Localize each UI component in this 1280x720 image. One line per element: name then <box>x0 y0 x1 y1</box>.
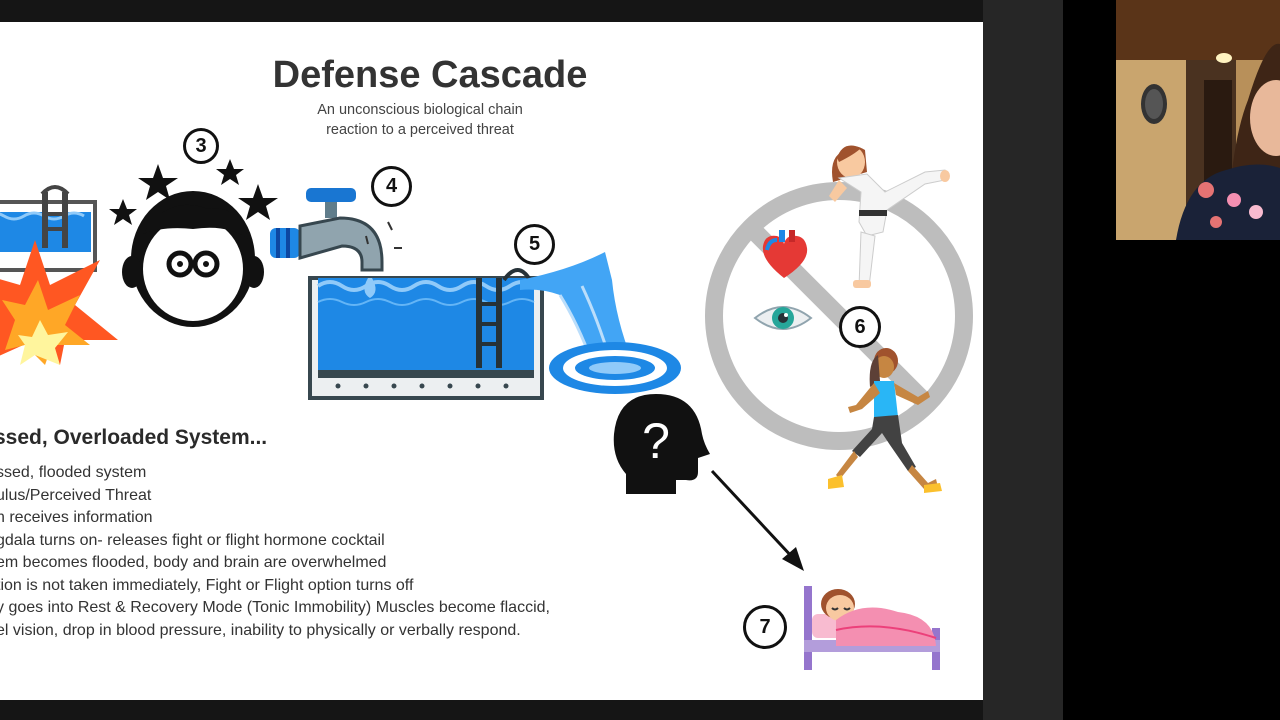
step-number-badge: 3 <box>183 128 219 164</box>
subtitle-line: reaction to a perceived threat <box>326 122 514 138</box>
list-item: y goes into Rest & Recovery Mode (Tonic … <box>0 599 550 616</box>
top-bar <box>0 0 1280 22</box>
section-heading: ssed, Overloaded System... <box>0 426 268 449</box>
list-item: el vision, drop in blood pressure, inabi… <box>0 621 521 639</box>
question-mark: ? <box>642 413 670 469</box>
list-item: n receives information <box>0 509 153 526</box>
eye-icon <box>753 306 813 330</box>
sleeping-girl-bed-icon <box>804 586 940 670</box>
webcam-person-image <box>1116 0 1280 240</box>
cascade-steps-list: ssed, flooded system ulus/Perceived Thre… <box>0 462 550 642</box>
bottom-bar <box>0 700 983 720</box>
head-question-icon: ? <box>613 394 710 494</box>
step-number-badge: 6 <box>839 306 881 348</box>
list-item: ssed, flooded system <box>0 464 147 481</box>
explosion-icon <box>0 240 118 365</box>
list-item: tion is not taken immediately, Fight or … <box>0 576 414 594</box>
karate-kick-icon <box>829 145 950 288</box>
webcam-video-feed <box>1116 0 1280 240</box>
slide-subtitle: An unconscious biological chain reaction… <box>0 100 840 140</box>
heart-icon <box>762 230 808 278</box>
list-item: ulus/Perceived Threat <box>0 486 152 504</box>
waterfall-splash-icon <box>520 252 681 394</box>
dizzy-face-icon <box>109 159 278 327</box>
subtitle-line: An unconscious biological chain <box>317 102 523 118</box>
list-item: gdala turns on- releases fight or flight… <box>0 531 385 549</box>
overflowing-pool-icon <box>308 268 544 400</box>
slide-title: Defense Cascade <box>272 54 588 96</box>
arrow-icon <box>710 469 804 571</box>
step-number-badge: 4 <box>371 166 412 207</box>
side-gutter <box>983 0 1063 720</box>
presentation-slide: Defense Cascade An unconscious biologica… <box>0 22 983 700</box>
step-number-badge: 5 <box>514 224 555 265</box>
list-item: em becomes flooded, body and brain are o… <box>0 554 387 571</box>
step-number-badge: 7 <box>743 605 787 649</box>
running-woman-icon <box>828 348 942 493</box>
